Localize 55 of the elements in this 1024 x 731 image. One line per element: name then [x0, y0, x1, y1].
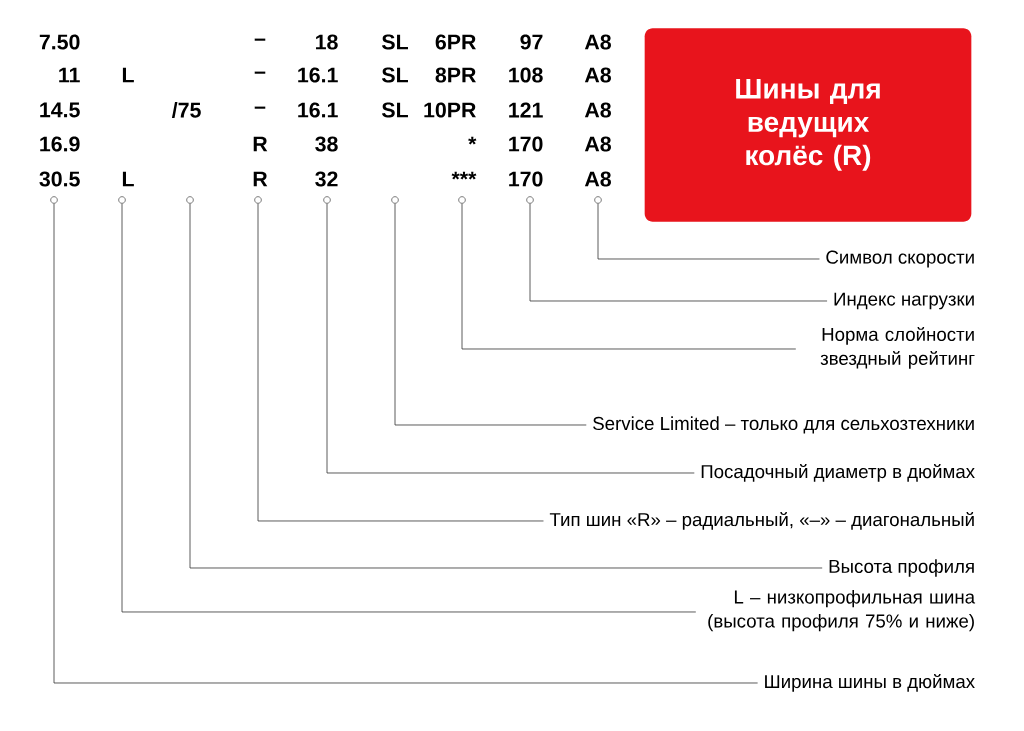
- tire-code-value: 18: [316, 34, 338, 50]
- leader-line: [257, 203, 544, 522]
- tire-code-value: SL: [382, 34, 408, 50]
- tire-code-value: 97: [520, 34, 543, 50]
- tire-code-value: –: [254, 71, 266, 74]
- tire-code-value: 10PR: [424, 102, 476, 118]
- tire-code-value: 6PR: [435, 34, 476, 50]
- tire-code-value: SL: [382, 102, 408, 118]
- title-banner: Шины для ведущих колёс (R): [644, 28, 972, 222]
- tire-code-value: A8: [584, 102, 611, 118]
- tire-code-value: L: [122, 171, 134, 187]
- tire-code-value: 121: [509, 102, 543, 118]
- leader-line: [461, 203, 797, 350]
- tire-code-value: 170: [509, 171, 543, 187]
- tire-code-value: L: [122, 67, 134, 83]
- explanation-text: Высота профиля: [829, 559, 974, 577]
- tire-code-value: 30.5: [39, 171, 80, 187]
- tire-code-value: 7.50: [39, 34, 80, 50]
- explanation-text: Индекс нагрузки: [834, 292, 974, 310]
- tire-code-value: R: [253, 171, 268, 187]
- leader-line: [326, 203, 695, 474]
- tire-code-value: R: [253, 136, 268, 152]
- explanation-text: Ширина шины в дюймах: [765, 674, 975, 692]
- tire-code-value: 14.5: [40, 102, 80, 118]
- tire-code-value: /75: [171, 102, 201, 118]
- explanation-text: Тип шин «R» – радиальный, «–» – диагональный: [549, 512, 974, 530]
- leader-line: [53, 203, 759, 684]
- tire-code-value: 16.9: [40, 136, 80, 152]
- explanation-text: Норма слойности звездный рейтинг: [820, 326, 975, 369]
- tire-code-value: 170: [509, 136, 543, 152]
- leader-line: [121, 203, 697, 613]
- tire-code-value: A8: [584, 171, 611, 187]
- leader-line: [189, 203, 823, 569]
- explanation-text: Service Limited – только для сельхозтехники: [593, 416, 974, 434]
- tire-code-value: –: [254, 106, 266, 109]
- tire-code-value: *: [468, 136, 477, 145]
- tire-code-value: –: [254, 38, 266, 41]
- tire-code-value: 8PR: [435, 67, 476, 83]
- explanation-text: L – низкопрофильная шина (высота профиля 75% и ниже): [708, 589, 976, 632]
- tire-code-value: SL: [382, 67, 408, 83]
- tire-code-value: A8: [584, 67, 611, 83]
- tire-code-value: 11: [59, 67, 80, 83]
- leader-line: [394, 203, 587, 426]
- tire-code-value: 38: [315, 136, 338, 152]
- tire-code-value: 108: [509, 67, 543, 83]
- tire-code-value: A8: [584, 34, 611, 50]
- explanation-text: Символ скорости: [826, 250, 974, 268]
- tire-code-value: A8: [584, 136, 611, 152]
- leader-line: [597, 203, 820, 260]
- leader-line: [529, 203, 828, 302]
- tire-code-value: 32: [315, 171, 338, 187]
- tire-code-value: 16.1: [298, 102, 338, 118]
- explanation-text: Посадочный диаметр в дюймах: [701, 464, 975, 482]
- tire-code-value: ***: [451, 171, 477, 180]
- tire-code-value: 16.1: [298, 67, 338, 83]
